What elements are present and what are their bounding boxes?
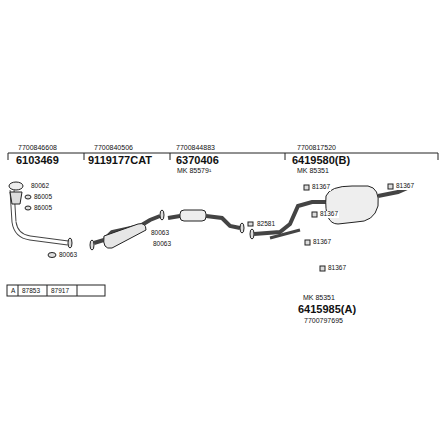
callout-number: 86005 [33, 205, 53, 212]
part-number: 7700797695 [304, 317, 343, 324]
callout-number: 86005 [33, 194, 53, 201]
callout-number: A [10, 288, 16, 295]
callout-number: 80063 [58, 252, 78, 259]
callout-number: 81367 [327, 265, 347, 272]
callout-number: 80062 [30, 183, 50, 190]
callout-number: 87853 [21, 288, 41, 295]
part-number: MK 85579¹ [177, 167, 211, 174]
callout-number: 81367 [319, 211, 339, 218]
callout-number: 87917 [50, 288, 70, 295]
callout-number: 80063 [150, 230, 170, 237]
part-number: 7700846608 [18, 144, 57, 151]
callout-number: 81367 [312, 239, 332, 246]
part-number: MK 85351 [303, 294, 335, 301]
callout-number: 81367 [395, 183, 415, 190]
part-number: 6415985(A) [298, 304, 356, 315]
part-number: MK 85351 [297, 167, 329, 174]
callout-number: 81367 [311, 184, 331, 191]
part-number: 6103469 [16, 155, 59, 166]
part-number: 7700840506 [94, 144, 133, 151]
part-number: 6370406 [176, 155, 219, 166]
part-number: 9119177CAT [88, 155, 152, 166]
callout-number: 80063 [152, 241, 172, 248]
part-number: 7700817520 [297, 144, 336, 151]
part-number: 6419580(B) [292, 155, 350, 166]
callout-number: 82581 [256, 221, 276, 228]
part-number: 7700844883 [176, 144, 215, 151]
